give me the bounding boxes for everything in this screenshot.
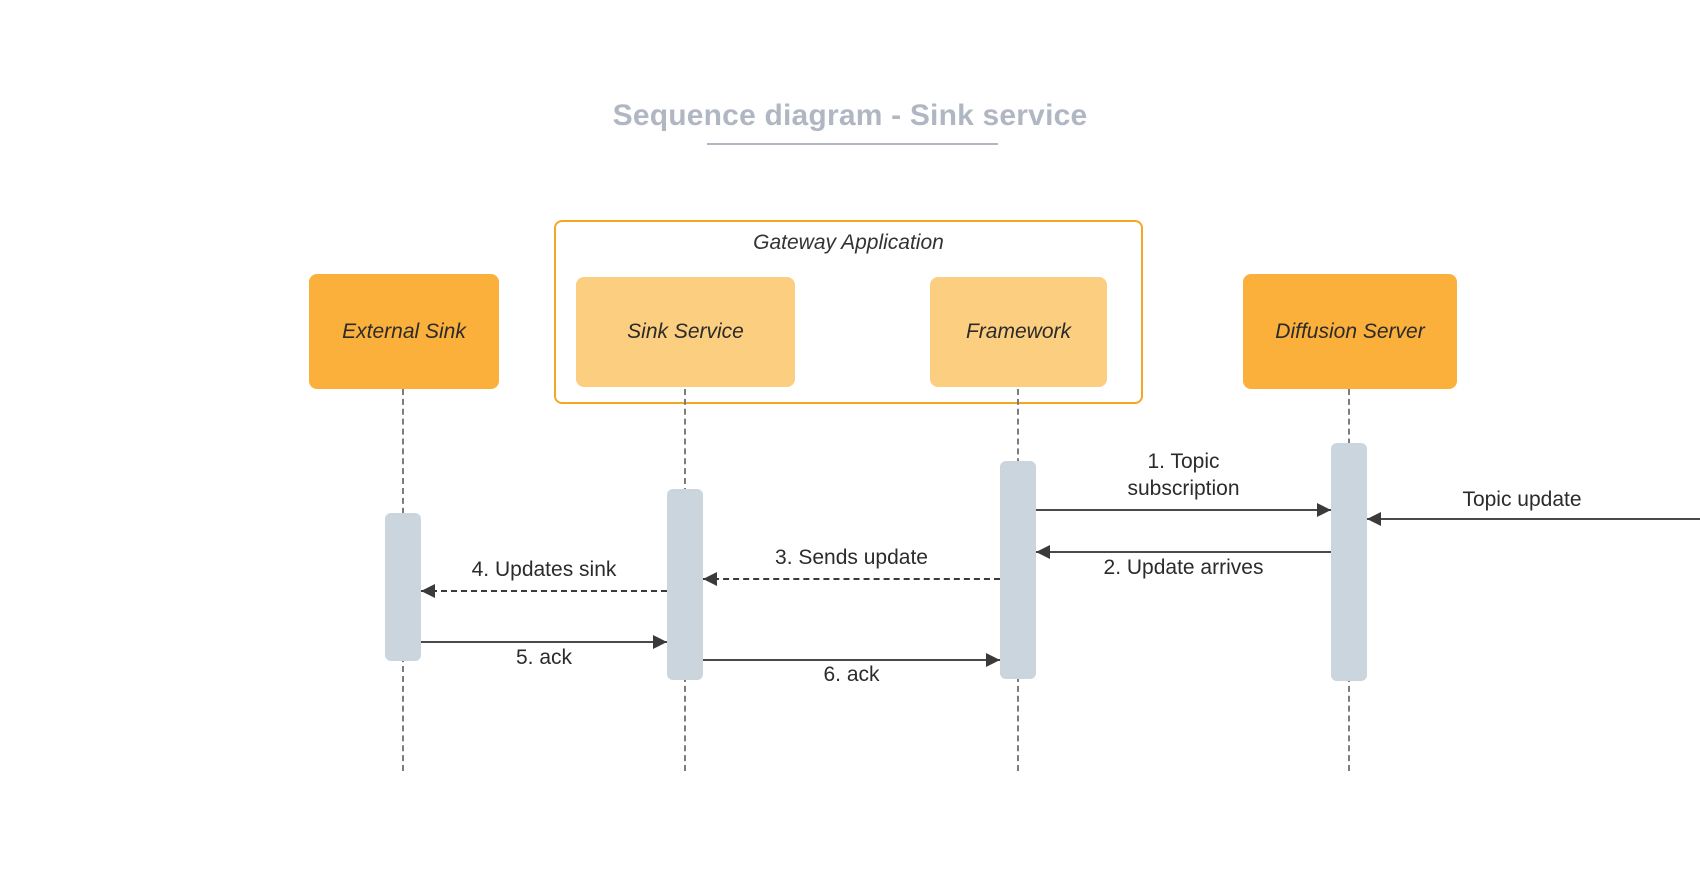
participant-sink-service[interactable]: Sink Service bbox=[576, 277, 795, 387]
participant-label: External Sink bbox=[342, 319, 466, 343]
msg-topic-update-line bbox=[1367, 518, 1700, 520]
participant-label: Framework bbox=[965, 320, 1071, 343]
msg-topic-subscription-line bbox=[1036, 509, 1331, 511]
msg-ack-sink-arrowhead-icon bbox=[653, 635, 667, 649]
msg-sends-update-line bbox=[703, 578, 1000, 580]
msg-updates-sink-label: 4. Updates sink bbox=[471, 558, 617, 581]
participant-external-sink[interactable]: External Sink bbox=[309, 274, 499, 389]
msg-ack-sink-label: 5. ack bbox=[515, 646, 573, 669]
participant-label: Sink Service bbox=[627, 320, 744, 343]
msg-topic-subscription-arrowhead-icon bbox=[1317, 503, 1331, 517]
title-underline bbox=[707, 143, 998, 145]
participant-diffusion-server[interactable]: Diffusion Server bbox=[1243, 274, 1457, 389]
msg-ack-framework-line bbox=[703, 659, 1000, 661]
msg-update-arrives-line bbox=[1036, 551, 1331, 553]
activation-external-sink bbox=[385, 513, 421, 661]
msg-ack-framework-arrowhead-icon bbox=[986, 653, 1000, 667]
activation-framework bbox=[1000, 461, 1036, 679]
msg-update-arrives-arrowhead-icon bbox=[1036, 545, 1050, 559]
group-label-gateway-application: Gateway Application bbox=[753, 231, 944, 254]
msg-sends-update-arrowhead-icon bbox=[703, 572, 717, 586]
msg-updates-sink-line bbox=[421, 590, 667, 592]
participant-framework[interactable]: Framework bbox=[930, 277, 1107, 387]
msg-ack-framework-label: 6. ack bbox=[823, 663, 880, 686]
page-title: Sequence diagram - Sink service bbox=[612, 99, 1088, 132]
msg-ack-sink-line bbox=[421, 641, 667, 643]
msg-topic-update-arrowhead-icon bbox=[1367, 512, 1381, 526]
msg-updates-sink-arrowhead-icon bbox=[421, 584, 435, 598]
msg-topic-update-label: Topic update bbox=[1462, 488, 1582, 511]
msg-update-arrives-label: 2. Update arrives bbox=[1103, 556, 1264, 579]
participant-label: Diffusion Server bbox=[1275, 319, 1425, 343]
msg-sends-update-label: 3. Sends update bbox=[775, 546, 928, 569]
activation-sink-service bbox=[667, 489, 703, 680]
activation-diffusion-server bbox=[1331, 443, 1367, 681]
msg-topic-subscription-label: 1. Topic subscription bbox=[1127, 450, 1240, 500]
